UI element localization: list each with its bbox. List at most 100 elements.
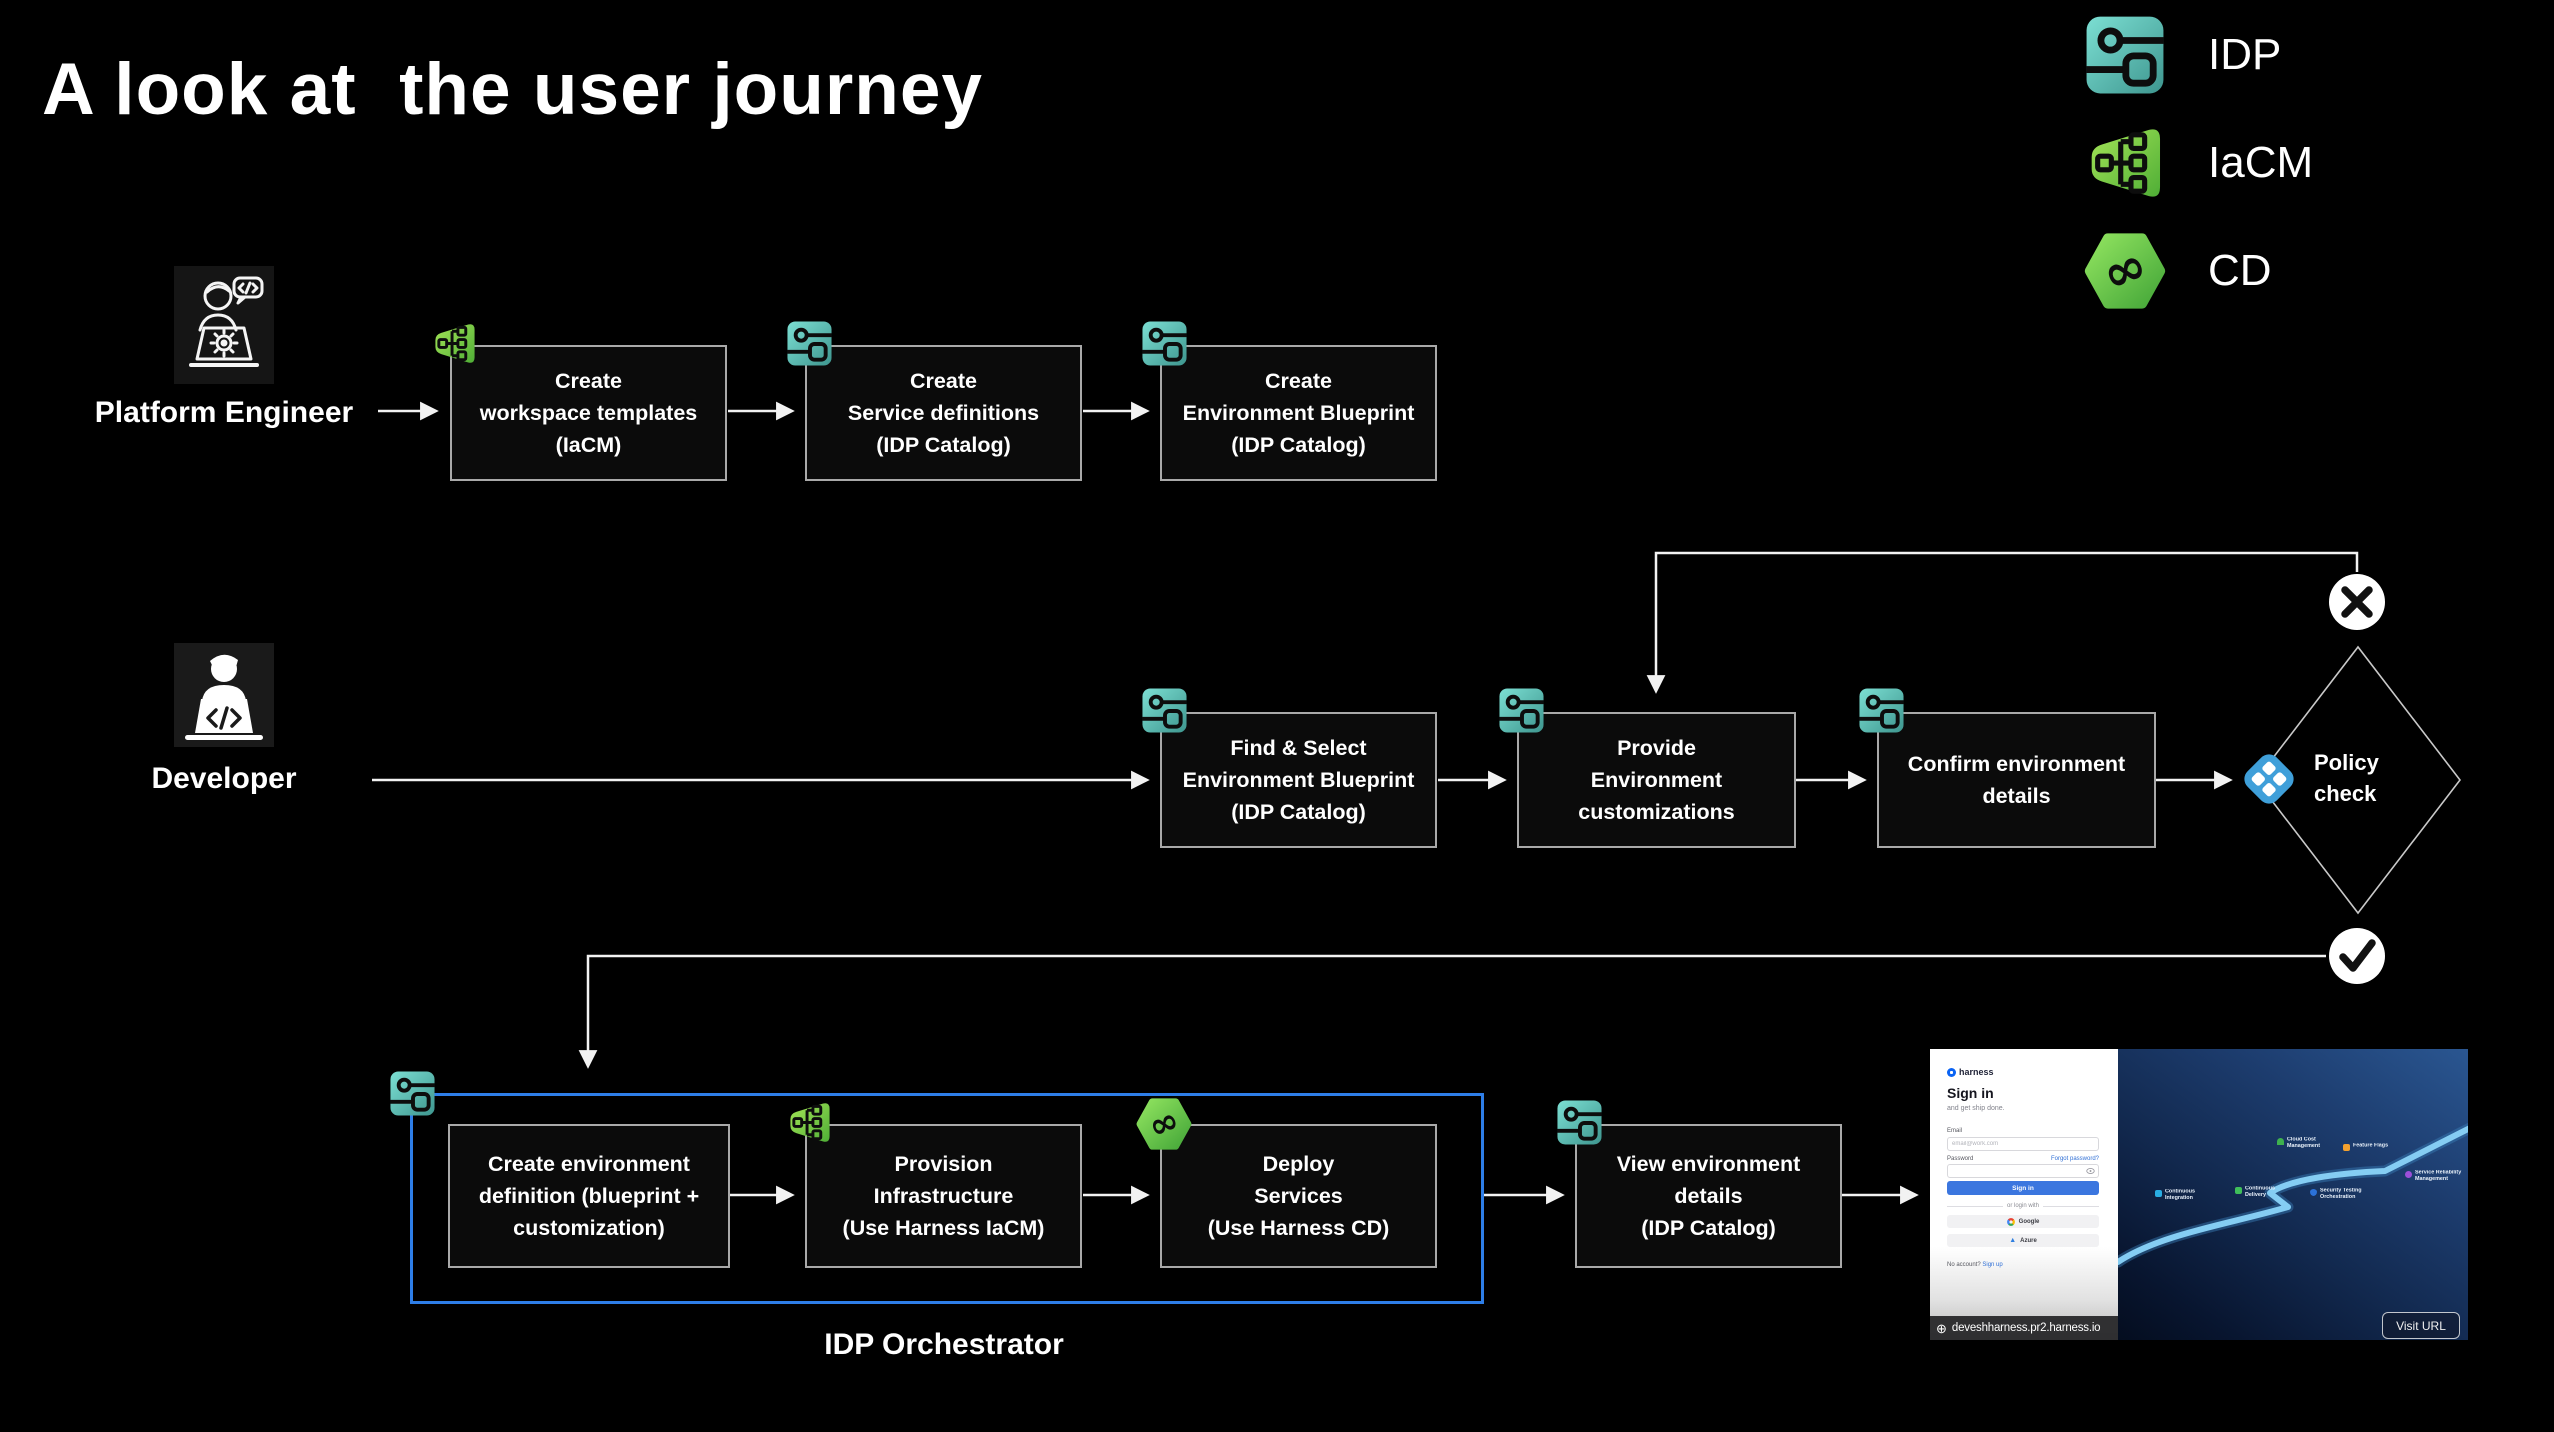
journey-product: Continuous Delivery	[2235, 1186, 2278, 1200]
product-label: Security Testing Orchestration	[2320, 1188, 2362, 1200]
step-label: Create Service definitions (IDP Catalog)	[847, 368, 1040, 458]
journey-product: Security Testing Orchestration	[2310, 1188, 2366, 1202]
legend-item-idp: IDP	[2084, 14, 2313, 96]
idp-icon	[1858, 687, 1905, 734]
security-testing-icon	[2310, 1189, 2317, 1196]
iacm-icon	[431, 320, 478, 367]
legend: IDP IaCM CD	[2084, 14, 2313, 312]
actor-developer-label: Developer	[151, 762, 297, 795]
product-label: Service Reliability Management	[2415, 1170, 2462, 1182]
step-label: Provide Environment customizations	[1578, 735, 1735, 825]
step-provision-infrastructure: Provision Infrastructure (Use Harness Ia…	[805, 1124, 1082, 1268]
iacm-icon	[2084, 122, 2166, 204]
step-label: Deploy Services (Use Harness CD)	[1207, 1151, 1390, 1241]
no-account-label: No account?	[1947, 1262, 1981, 1268]
policy-check-label: Policy check	[2314, 750, 2379, 806]
signin-button[interactable]: Sign in	[1947, 1181, 2099, 1195]
eye-icon[interactable]	[2086, 1168, 2095, 1174]
visit-url-button[interactable]: Visit URL	[2382, 1312, 2460, 1339]
step-label: Find & Select Environment Blueprint (IDP…	[1182, 735, 1415, 825]
harness-signin-screenshot: harness Sign in and get ship done. Email…	[1930, 1049, 2468, 1340]
policy-fail-loop	[1646, 551, 2359, 694]
legend-item-iacm: IaCM	[2084, 122, 2313, 204]
step-view-environment-details: View environment details (IDP Catalog)	[1575, 1124, 1842, 1268]
page-title: A look at the user journey	[42, 49, 984, 130]
google-icon	[2006, 1217, 2015, 1226]
idp-icon	[2084, 14, 2166, 96]
password-label: Password	[1947, 1156, 1974, 1162]
step-label: Create environment definition (blueprint…	[478, 1151, 700, 1241]
cloud-cost-management-icon	[2277, 1138, 2284, 1145]
policy-fail-icon	[2329, 574, 2385, 630]
product-label: Feature Flags	[2353, 1143, 2389, 1149]
step-create-workspace-templates: Create workspace templates (IaCM)	[450, 345, 727, 481]
signup-link[interactable]: Sign up	[1982, 1262, 2003, 1268]
signin-heading: Sign in	[1947, 1085, 1994, 1101]
idp-icon	[389, 1070, 436, 1117]
journey-product: Service Reliability Management	[2405, 1170, 2466, 1184]
signin-panel: harness Sign in and get ship done. Email…	[1930, 1049, 2118, 1340]
signin-subheading: and get ship done.	[1947, 1105, 2005, 1112]
feature-flags-icon	[2343, 1144, 2350, 1151]
idp-icon	[786, 320, 833, 367]
product-label: Cloud Cost Management	[2287, 1137, 2321, 1149]
step-label: Provision Infrastructure (Use Harness Ia…	[842, 1151, 1045, 1241]
password-field[interactable]	[1947, 1164, 2099, 1178]
journey-product: Feature Flags	[2343, 1143, 2392, 1151]
step-find-select-blueprint: Find & Select Environment Blueprint (IDP…	[1160, 712, 1437, 848]
forgot-password-link[interactable]: Forgot password?	[2050, 1156, 2099, 1162]
step-create-environment-blueprint: Create Environment Blueprint (IDP Catalo…	[1160, 345, 1437, 481]
legend-label: IDP	[2208, 30, 2282, 79]
url-bar: ⊕ deveshharness.pr2.harness.io	[1930, 1316, 2118, 1340]
journey-product: Cloud Cost Management	[2277, 1137, 2324, 1151]
google-button-label: Google	[2018, 1218, 2040, 1225]
globe-icon: ⊕	[1936, 1320, 1947, 1336]
idp-icon	[1141, 320, 1188, 367]
platform-engineer-avatar	[174, 266, 274, 384]
step-create-environment-definition: Create environment definition (blueprint…	[448, 1124, 730, 1268]
policy-icon	[2236, 746, 2302, 812]
step-provide-customizations: Provide Environment customizations	[1517, 712, 1796, 848]
idp-orchestrator-container	[410, 1093, 1484, 1304]
azure-icon: ▲	[2009, 1237, 2017, 1244]
url-text: deveshharness.pr2.harness.io	[1951, 1322, 2101, 1334]
step-deploy-services: Deploy Services (Use Harness CD)	[1160, 1124, 1437, 1268]
developer-avatar	[174, 643, 274, 747]
login-divider: or login with	[1947, 1203, 2099, 1209]
login-divider-text: or login with	[2007, 1203, 2040, 1209]
step-label: View environment details (IDP Catalog)	[1616, 1151, 1801, 1241]
legend-item-cd: CD	[2084, 230, 2313, 312]
azure-button-label: Azure	[2020, 1237, 2037, 1244]
idp-icon	[1498, 687, 1545, 734]
product-label: Continuous Integration	[2165, 1189, 2195, 1201]
policy-pass-path	[578, 954, 2326, 1069]
step-label: Confirm environment details	[1907, 751, 2126, 808]
actor-platform-engineer-label: Platform Engineer	[94, 396, 354, 429]
journey-panel: Continuous Integration Continuous Delive…	[2118, 1049, 2468, 1340]
step-label: Create workspace templates (IaCM)	[479, 368, 698, 458]
step-create-service-definitions: Create Service definitions (IDP Catalog)	[805, 345, 1082, 481]
google-login-button[interactable]: Google	[1947, 1215, 2099, 1228]
azure-login-button[interactable]: ▲ Azure	[1947, 1234, 2099, 1247]
continuous-integration-icon	[2155, 1190, 2162, 1197]
idp-icon	[1141, 687, 1188, 734]
harness-logo-icon	[1947, 1067, 1956, 1077]
email-field[interactable]	[1947, 1137, 2099, 1151]
step-confirm-environment-details: Confirm environment details	[1877, 712, 2156, 848]
no-account-text: No account? Sign up	[1947, 1262, 2003, 1268]
policy-decision-diamond	[2254, 645, 2462, 915]
idp-icon	[1556, 1099, 1603, 1146]
iacm-icon	[786, 1099, 833, 1146]
continuous-delivery-icon	[2235, 1187, 2242, 1194]
harness-logo: harness	[1947, 1067, 1994, 1077]
policy-pass-icon	[2329, 928, 2385, 984]
legend-label: IaCM	[2208, 138, 2314, 187]
product-label: Continuous Delivery	[2245, 1186, 2275, 1198]
journey-road	[2118, 1122, 2468, 1268]
idp-orchestrator-label: IDP Orchestrator	[824, 1328, 1064, 1361]
cd-icon	[1136, 1096, 1192, 1152]
step-label: Create Environment Blueprint (IDP Catalo…	[1182, 368, 1415, 458]
journey-product: Continuous Integration	[2155, 1189, 2198, 1203]
